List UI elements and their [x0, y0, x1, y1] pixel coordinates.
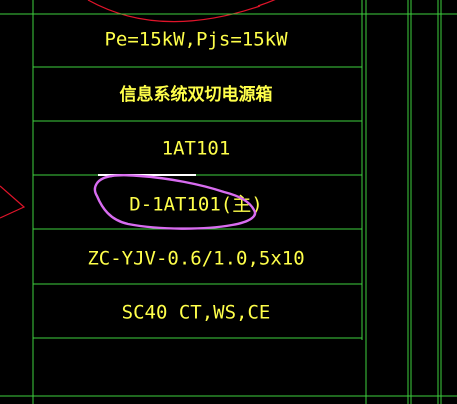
cell-power-rating[interactable]: Pe=15kW,Pjs=15kW	[104, 29, 288, 51]
cell-circuit-id[interactable]: D-1AT101(主)	[129, 194, 262, 216]
cell-cable-spec[interactable]: ZC-YJV-0.6/1.0,5x10	[87, 248, 304, 270]
markup-circle-highlight	[93, 174, 257, 230]
cell-cabinet-id[interactable]: 1AT101	[162, 138, 231, 160]
cell-conduit-spec[interactable]: SC40 CT,WS,CE	[122, 302, 271, 324]
red-arc-top	[87, 0, 261, 23]
red-left-marker	[0, 185, 26, 219]
cell-cabinet-name[interactable]: 信息系统双切电源箱	[120, 84, 273, 105]
red-arc-top-right	[257, 0, 276, 7]
